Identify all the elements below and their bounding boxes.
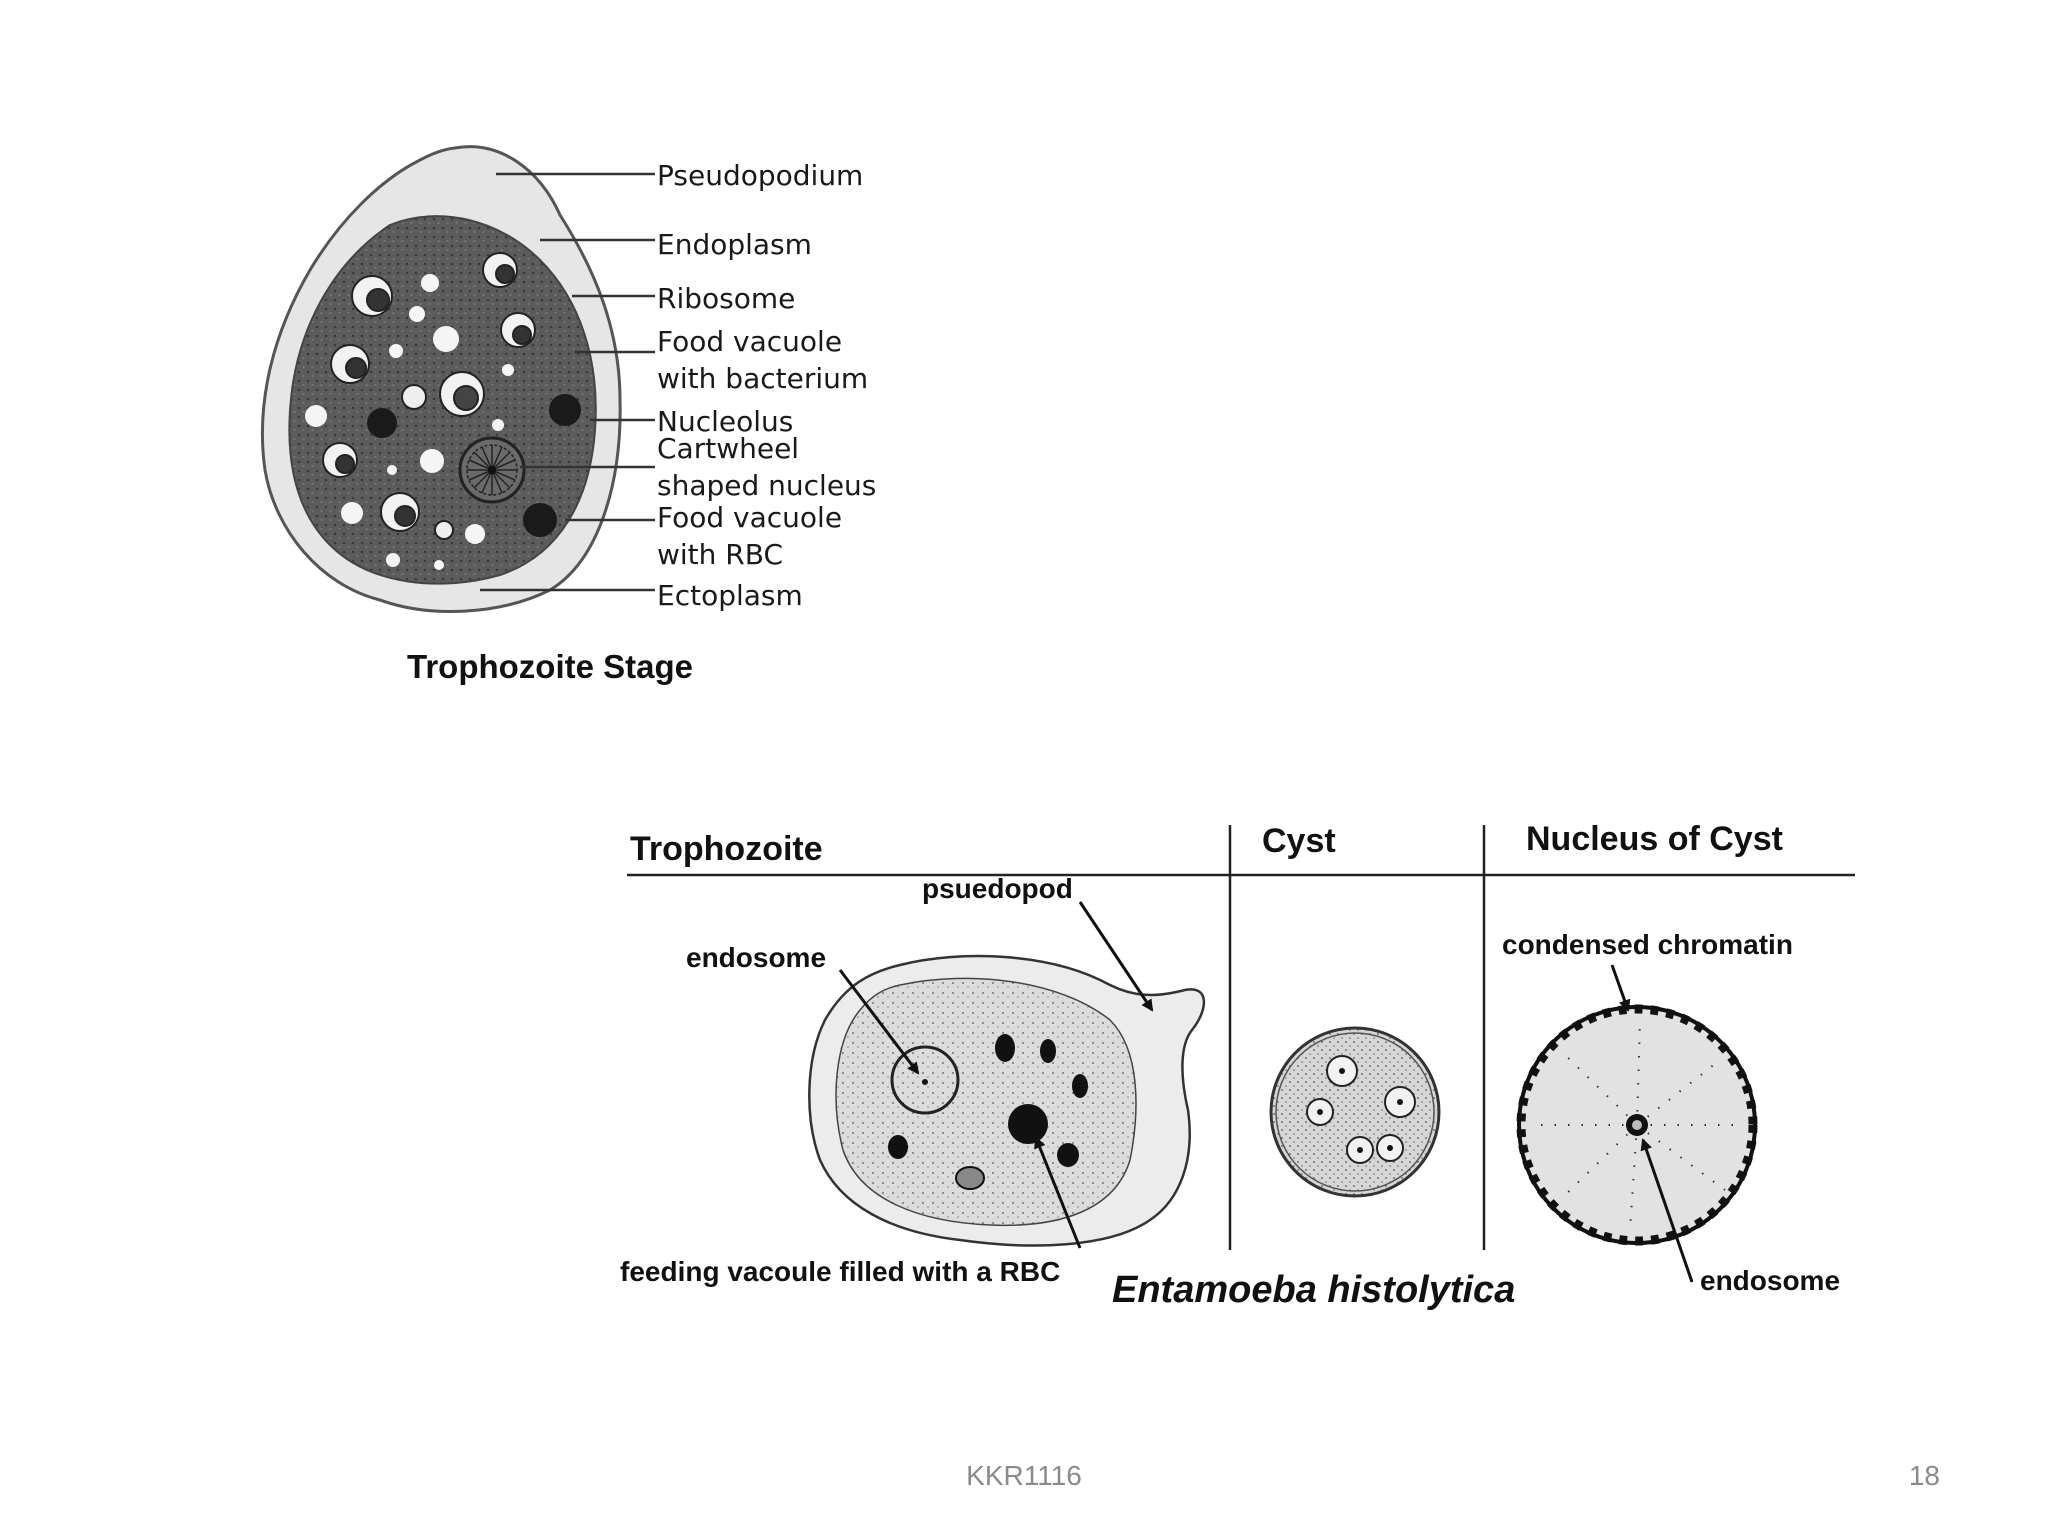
label-nucleolus: Nucleolus (657, 405, 793, 438)
label-food-vacuole-bacterium-line2: with bacterium (657, 362, 868, 395)
species-name: Entamoeba histolytica (1112, 1269, 1515, 1311)
header-nucleus-of-cyst: Nucleus of Cyst (1526, 820, 1783, 858)
trophozoite-stage-figure: Pseudopodium Endoplasm Ribosome Food vac… (260, 145, 876, 685)
page-number: 18 (1908, 1460, 1940, 1491)
label-cartwheel-line1: Cartwheel (657, 432, 799, 465)
arrow-psuedopod (1078, 901, 1154, 1012)
label-ectoplasm: Ectoplasm (657, 579, 803, 612)
trophozoite-cell (808, 954, 1206, 1247)
condensed-chromatin-ring (1516, 1004, 1758, 1246)
arrow-endosome-nucleus (1640, 1138, 1694, 1283)
rbc-vacuole (1008, 1104, 1048, 1144)
leader-lines (480, 172, 655, 592)
trophozoite-endoplasm (835, 977, 1137, 1227)
figure1-title: Trophozoite Stage (407, 648, 693, 685)
label-feeding-vacoule: feeding vacoule filled with a RBC (620, 1256, 1060, 1287)
arrow-endosome-trophozoite (838, 969, 920, 1075)
label-pseudopodium: Pseudopodium (657, 159, 863, 192)
nucleus-dots (1540, 1019, 1740, 1231)
arrow-feeding-vacoule (1034, 1136, 1082, 1249)
trophozoite-nucleus (890, 1045, 960, 1115)
rbc-vacuoles (367, 394, 581, 537)
cartwheel-nucleus (458, 436, 526, 504)
trophozoite-vacuoles (888, 1034, 1088, 1167)
label-food-vacuole-rbc-line1: Food vacuole (657, 501, 842, 534)
label-endoplasm: Endoplasm (657, 228, 812, 261)
food-vacuoles (322, 252, 536, 540)
label-food-vacuole-bacterium-line1: Food vacuole (657, 325, 842, 358)
entamoeba-figure: Trophozoite Cyst Nucleus of Cyst psuedop… (620, 820, 1855, 1311)
arrow-condensed-chromatin (1610, 964, 1631, 1012)
label-cartwheel-line2: shaped nucleus (657, 469, 876, 502)
cyst (1269, 1026, 1441, 1198)
header-trophozoite: Trophozoite (630, 830, 823, 868)
label-food-vacuole-rbc-line2: with RBC (657, 538, 783, 571)
label-ribosome: Ribosome (657, 282, 795, 315)
nucleus-of-cyst (1516, 1004, 1758, 1246)
label-psuedopod: psuedopod (922, 873, 1073, 904)
footer-text: KKR1116 (966, 1460, 1082, 1491)
label-condensed-chromatin: condensed chromatin (1502, 929, 1793, 960)
label-endosome-trophozoite: endosome (686, 942, 826, 973)
figure2-grid (627, 825, 1855, 1250)
header-cyst: Cyst (1262, 822, 1336, 860)
small-vacuoles (305, 274, 514, 570)
label-endosome-nucleus: endosome (1700, 1265, 1840, 1296)
